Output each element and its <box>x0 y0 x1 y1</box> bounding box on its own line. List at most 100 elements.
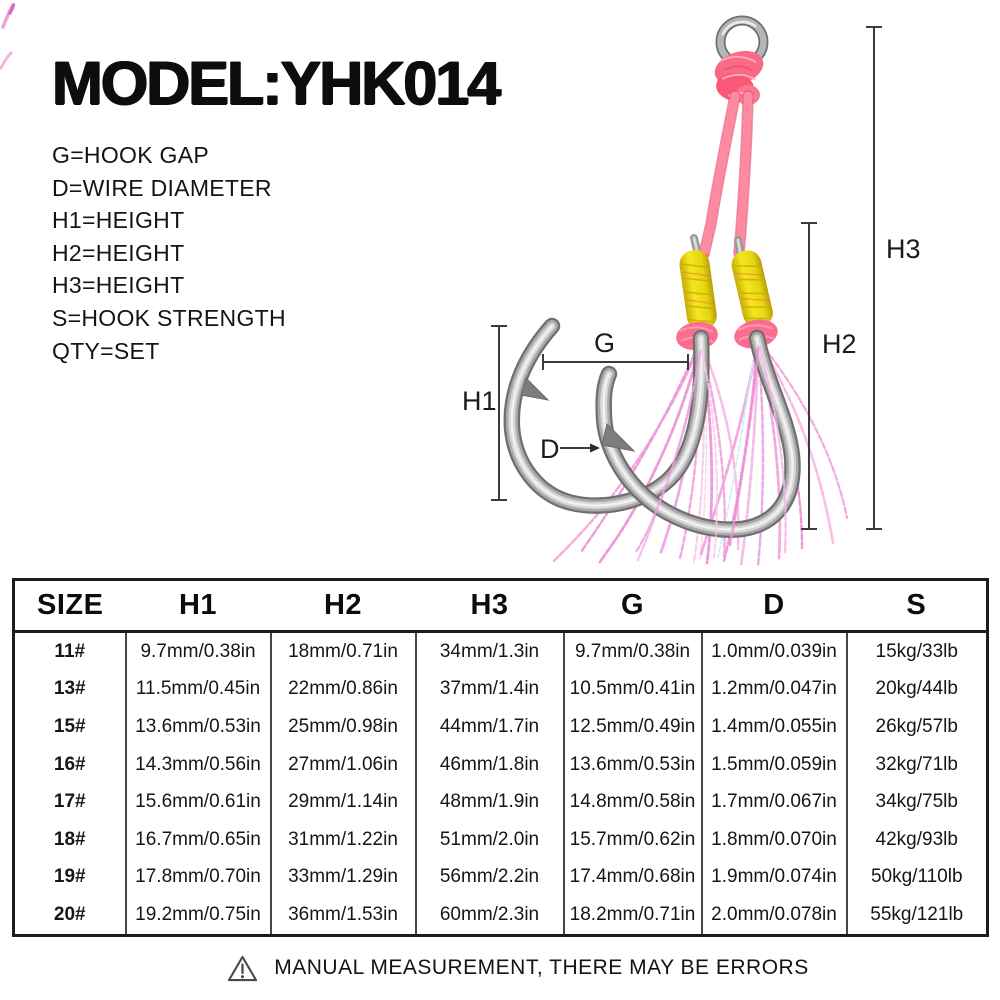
h2-label: H2 <box>822 329 857 359</box>
table-cell: 16.7mm/0.65in <box>124 820 271 859</box>
table-cell: 10.5mm/0.41in <box>562 670 702 709</box>
table-cell: 13.6mm/0.53in <box>124 708 271 746</box>
assist-cord <box>698 90 754 260</box>
fishing-hook-right <box>602 338 793 530</box>
table-header-h1: H1 <box>125 579 271 633</box>
table-cell: 34mm/1.3in <box>414 631 564 671</box>
page-title: MODEL:YHK014 <box>52 49 501 117</box>
footer-note: MANUAL MEASUREMENT, THERE MAY BE ERRORS <box>18 946 1000 990</box>
table-cell: 2.0mm/0.078in <box>700 896 847 936</box>
table-cell: 55kg/121lb <box>845 896 988 936</box>
table-cell: 29mm/1.14in <box>269 783 416 821</box>
table-cell: 18mm/0.71in <box>269 631 416 671</box>
h2-dimension-line <box>801 222 817 530</box>
legend-item: S=HOOK STRENGTH <box>52 304 286 331</box>
table-row: 11# 9.7mm/0.38in 18mm/0.71in 34mm/1.3in … <box>14 631 988 671</box>
table-cell: 33mm/1.29in <box>269 858 416 897</box>
table-cell: 1.8mm/0.070in <box>700 820 847 859</box>
table-row: 15# 13.6mm/0.53in 25mm/0.98in 44mm/1.7in… <box>14 708 988 746</box>
table-cell-size: 18# <box>53 828 86 850</box>
table-cell: 31mm/1.22in <box>269 820 416 859</box>
table-cell: 15.7mm/0.62in <box>562 820 702 859</box>
table-cell: 25mm/0.98in <box>269 708 416 746</box>
dimension-lines <box>491 26 882 530</box>
table-cell: 20kg/44lb <box>845 670 988 709</box>
corner-tinsel-decoration <box>0 3 16 70</box>
table-cell: 1.7mm/0.067in <box>700 783 847 821</box>
table-cell: 44mm/1.7in <box>414 708 564 746</box>
table-cell: 1.4mm/0.055in <box>700 708 847 746</box>
table-cell: 32kg/71lb <box>845 745 988 784</box>
legend-item: H3=HEIGHT <box>52 272 185 299</box>
table-header-size: SIZE <box>13 579 126 633</box>
table-cell: 60mm/2.3in <box>414 896 564 936</box>
table-row: 16# 14.3mm/0.56in 27mm/1.06in 46mm/1.8in… <box>14 745 988 784</box>
table-cell-size: 15# <box>53 715 86 737</box>
table-cell: 15.6mm/0.61in <box>124 783 271 821</box>
d-label: D <box>540 434 560 464</box>
table-cell-size: 13# <box>53 678 86 700</box>
legend-item: G=HOOK GAP <box>52 142 210 168</box>
table-cell: 27mm/1.06in <box>269 745 416 784</box>
fishing-hook-left <box>512 326 702 506</box>
table-row: 18# 16.7mm/0.65in 31mm/1.22in 51mm/2.0in… <box>14 820 988 859</box>
h3-dimension-line <box>866 26 882 530</box>
table-cell: 9.7mm/0.38in <box>124 631 271 671</box>
table-cell: 13.6mm/0.53in <box>562 745 702 784</box>
d-arrow <box>560 443 600 453</box>
thread-wrap-left <box>679 250 717 330</box>
table-header-h2: H2 <box>270 579 416 633</box>
table-cell: 17.8mm/0.70in <box>124 858 271 897</box>
table-row: 17# 15.6mm/0.61in 29mm/1.14in 48mm/1.9in… <box>14 783 988 821</box>
table-cell: 1.9mm/0.074in <box>700 858 847 897</box>
table-header-d: D <box>701 579 847 633</box>
table-cell-size: 11# <box>54 640 86 662</box>
table-cell: 26kg/57lb <box>845 708 988 746</box>
table-cell: 15kg/33lb <box>845 631 988 671</box>
table-cell: 12.5mm/0.49in <box>562 708 702 746</box>
legend: G=HOOK GAP D=WIRE DIAMETER H1=HEIGHT H2=… <box>52 139 286 367</box>
table-cell: 48mm/1.9in <box>414 783 564 821</box>
table-cell-size: 16# <box>53 753 86 775</box>
table-row: 19# 17.8mm/0.70in 33mm/1.29in 56mm/2.2in… <box>14 858 988 897</box>
table-cell: 1.2mm/0.047in <box>700 670 847 709</box>
table-cell: 18.2mm/0.71in <box>562 896 702 936</box>
table-cell: 14.8mm/0.58in <box>562 783 702 821</box>
table-cell: 46mm/1.8in <box>414 745 564 784</box>
table-cell: 1.5mm/0.059in <box>700 745 847 784</box>
legend-item: H1=HEIGHT <box>52 207 185 234</box>
table-row: 20# 19.2mm/0.75in 36mm/1.53in 60mm/2.3in… <box>14 896 988 936</box>
table-row: 13# 11.5mm/0.45in 22mm/0.86in 37mm/1.4in… <box>14 670 988 709</box>
h1-label: H1 <box>462 386 497 416</box>
table-header-g: G <box>563 579 702 633</box>
warning-triangle-icon <box>228 955 258 981</box>
table-cell: 42kg/93lb <box>845 820 988 859</box>
table-cell: 37mm/1.4in <box>414 670 564 709</box>
table-cell: 51mm/2.0in <box>414 820 564 859</box>
barb-left <box>520 377 550 401</box>
h1-dimension-line <box>491 325 507 501</box>
table-cell: 50kg/110lb <box>845 858 988 897</box>
footer-text: MANUAL MEASUREMENT, THERE MAY BE ERRORS <box>274 956 809 979</box>
table-cell-size: 20# <box>53 903 86 925</box>
legend-item: H2=HEIGHT <box>52 239 185 266</box>
table-cell: 22mm/0.86in <box>269 670 416 709</box>
h3-label: H3 <box>886 234 921 264</box>
table-cell: 17.4mm/0.68in <box>562 858 702 897</box>
barb-right <box>601 423 636 452</box>
flash-tinsel-front <box>634 344 787 559</box>
legend-item: D=WIRE DIAMETER <box>52 174 272 201</box>
table-cell-size: 17# <box>53 791 86 813</box>
table-cell: 9.7mm/0.38in <box>562 631 702 671</box>
table-cell: 56mm/2.2in <box>414 858 564 897</box>
g-label: G <box>594 328 615 358</box>
table-cell: 14.3mm/0.56in <box>124 745 271 784</box>
spec-table: SIZE H1 H2 H3 G D S 11# 9.7mm/0.38in 18m… <box>12 578 989 937</box>
table-header-h3: H3 <box>415 579 564 633</box>
g-dimension-line <box>542 354 689 370</box>
legend-item: QTY=SET <box>52 337 160 364</box>
table-cell-size: 19# <box>53 866 86 888</box>
table-cell: 11.5mm/0.45in <box>124 670 271 709</box>
thread-wrap-right <box>731 250 773 328</box>
table-cell: 1.0mm/0.039in <box>700 631 847 671</box>
